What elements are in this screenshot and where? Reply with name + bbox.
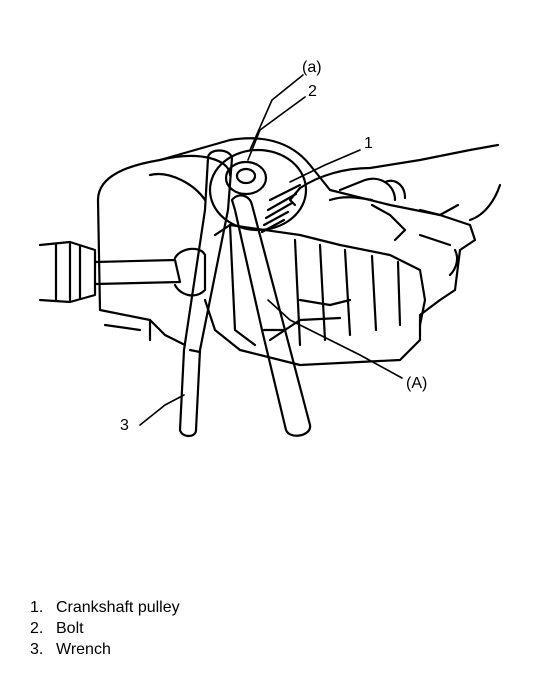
- oil-pan: [96, 137, 477, 367]
- callout-3: 3: [120, 417, 129, 434]
- legend-number: 2.: [30, 620, 44, 637]
- legend-text: Bolt: [56, 620, 84, 637]
- callout-a-upper: (A): [406, 375, 427, 392]
- legend-text: Crankshaft pulley: [56, 599, 180, 616]
- hand: [288, 143, 502, 222]
- legend-number: 3.: [30, 641, 44, 658]
- legend-item: 1. Crankshaft pulley: [30, 597, 180, 618]
- legend-item: 3. Wrench: [30, 639, 180, 660]
- leader-lines: [139, 74, 403, 426]
- legend-number: 1.: [30, 599, 44, 616]
- legend-item: 2. Bolt: [30, 618, 180, 639]
- wrench-right: [230, 194, 312, 437]
- drive-tool: [38, 240, 207, 304]
- parts-legend: 1. Crankshaft pulley 2. Bolt 3. Wrench: [30, 597, 180, 660]
- callout-a-lower: (a): [302, 59, 322, 76]
- legend-text: Wrench: [56, 641, 111, 658]
- callout-1: 1: [364, 135, 373, 152]
- callout-2: 2: [308, 83, 317, 100]
- wrench-left: [178, 149, 234, 438]
- crankshaft-pulley: [208, 148, 308, 234]
- crankshaft-pulley-removal-illustration: (a) 2 1 (A) 3: [38, 59, 502, 438]
